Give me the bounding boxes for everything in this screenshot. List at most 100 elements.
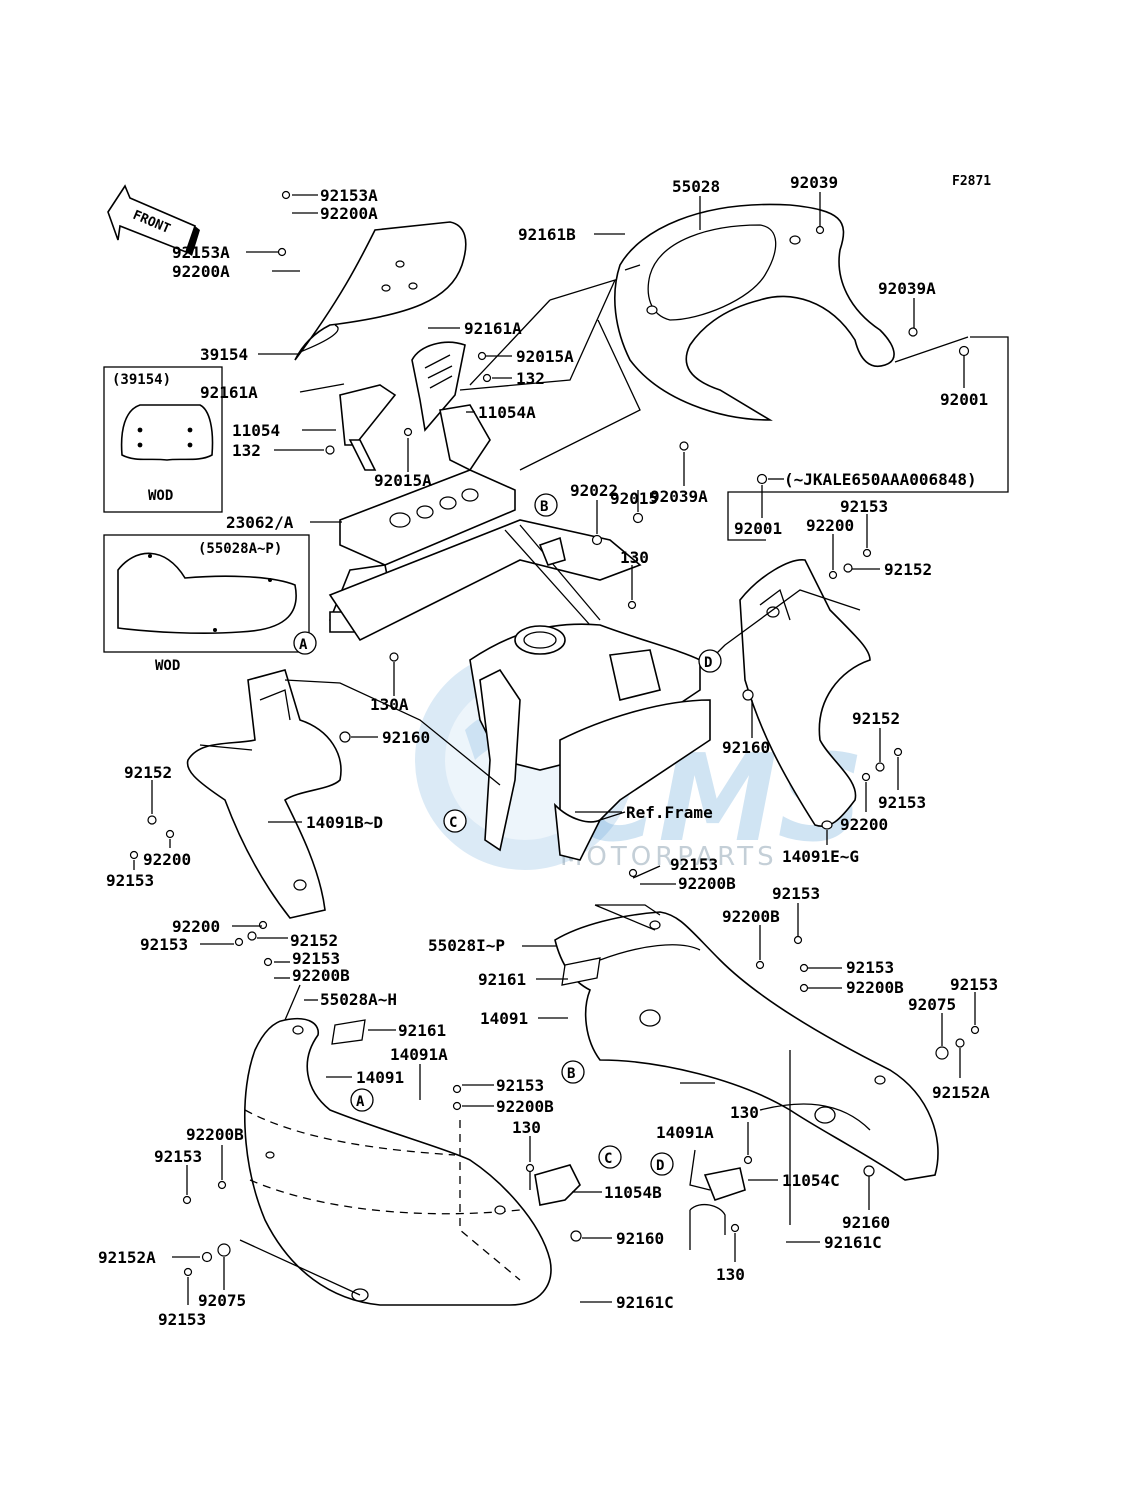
callout-14091A-left: 14091A (390, 1045, 448, 1064)
inset-cowl: (55028A~P) WOD (103, 534, 310, 674)
callout-92200-right: 92200 (840, 815, 888, 834)
callout-92200B-mid: 92200B (496, 1097, 554, 1116)
frame-crossbar (328, 519, 642, 642)
bracket-11054B (534, 1164, 581, 1206)
ref-marker-B-1: B (534, 493, 558, 517)
callout-ref-frame: Ref.Frame (626, 803, 713, 822)
callout-92001-right: 92001 (940, 390, 988, 409)
callout-14091A-right: 14091A (656, 1123, 714, 1142)
callout-92160-low: 92160 (616, 1229, 664, 1248)
inner-cover-right (739, 559, 871, 830)
callout-92039A: 92039A (650, 487, 708, 506)
ref-marker-C-1: C (443, 809, 467, 833)
bracket-11054C (689, 1167, 746, 1250)
inset-windshield-title: (39154) (112, 372, 171, 388)
inset-cowl-title: (55028A~P) (198, 541, 282, 557)
callout-39154: 39154 (200, 345, 248, 364)
callout-11054: 11054 (232, 421, 280, 440)
svg-text:A: A (299, 637, 308, 653)
callout-55028IP: 55028I~P (428, 936, 505, 955)
callout-92153A-top: 92153A (320, 186, 378, 205)
upper-cowl-55028 (614, 203, 895, 421)
callout-92153A: 92153A (172, 243, 230, 262)
callout-92152-right: 92152 (852, 709, 900, 728)
svg-text:A: A (356, 1094, 365, 1110)
callout-11054C: 11054C (782, 1171, 840, 1190)
lower-cowl-left (243, 1017, 552, 1306)
callout-11054B: 11054B (604, 1183, 662, 1202)
callout-92200-left: 92200 (143, 850, 191, 869)
callout-92152A-left: 92152A (98, 1248, 156, 1267)
callout-92200B-r1: 92200B (722, 907, 780, 926)
callout-92200A: 92200A (172, 262, 230, 281)
callout-92161C-low: 92161C (616, 1293, 674, 1312)
callout-130-mid: 130 (512, 1118, 541, 1137)
svg-text:C: C (604, 1151, 612, 1167)
ref-marker-C-2: C (598, 1145, 622, 1169)
callout-14091BD: 14091B~D (306, 813, 383, 832)
svg-text:D: D (656, 1158, 664, 1174)
front-arrow-icon: FRONT (107, 184, 200, 256)
callout-92160-left: 92160 (382, 728, 430, 747)
callout-92039: 92039 (790, 173, 838, 192)
callout-92153-left2: 92153 (140, 935, 188, 954)
callout-92200-rtop: 92200 (806, 516, 854, 535)
callout-92161B: 92161B (518, 225, 576, 244)
callout-92153-r1: 92153 (772, 884, 820, 903)
callout-92200-left2: 92200 (172, 917, 220, 936)
callout-92161-left: 92161 (398, 1021, 446, 1040)
inset-cowl-caption: WOD (155, 658, 180, 674)
callout-92200B-llow: 92200B (186, 1125, 244, 1144)
callout-92200B-r2: 92200B (846, 978, 904, 997)
callout-92153-llow: 92153 (154, 1147, 202, 1166)
callout-132-upper: 132 (516, 369, 545, 388)
callout-vin-note: (~JKALE650AAA006848) (784, 470, 977, 489)
callout-92153-rtop: 92153 (840, 497, 888, 516)
callout-92022: 92022 (570, 481, 618, 500)
stay-brackets (339, 384, 491, 472)
ref-marker-B-2: B (561, 1060, 585, 1084)
figure-code: F2871 (952, 174, 991, 189)
callout-55028AH: 55028A~H (320, 990, 397, 1009)
callout-92161A-upper: 92161A (464, 319, 522, 338)
callout-130-upper: 130 (620, 548, 649, 567)
inset-windshield: (39154) WOD (103, 366, 223, 513)
svg-text:B: B (567, 1066, 575, 1082)
callout-92153-left3: 92153 (292, 949, 340, 968)
fasteners (129, 190, 980, 1277)
callout-92152-rtop: 92152 (884, 560, 932, 579)
assembly-lines (199, 278, 969, 1296)
callout-11054A: 11054A (478, 403, 536, 422)
callout-92200A-top: 92200A (320, 204, 378, 223)
callout-92161A: 92161A (200, 383, 258, 402)
ref-marker-A-1: A (293, 631, 317, 655)
lower-cowl-right (554, 911, 939, 1181)
svg-text:D: D (704, 655, 712, 671)
callout-92015A: 92015A (374, 471, 432, 490)
callout-92039A-right: 92039A (878, 279, 936, 298)
svg-text:C: C (449, 815, 457, 831)
callout-92200B-cr: 92200B (678, 874, 736, 893)
note-bracket (727, 336, 1009, 541)
callout-92153-right: 92153 (878, 793, 926, 812)
callout-92161-right: 92161 (478, 970, 526, 989)
callout-92001: 92001 (734, 519, 782, 538)
callout-92153-mid: 92153 (496, 1076, 544, 1095)
inset-windshield-caption: WOD (148, 488, 173, 504)
callout-92160-right2: 92160 (842, 1213, 890, 1232)
callout-92152A-right: 92152A (932, 1083, 990, 1102)
callout-14091-left: 14091 (356, 1068, 404, 1087)
callout-14091-right: 14091 (480, 1009, 528, 1028)
windshield-39154 (294, 221, 467, 361)
callout-92015A-upper: 92015A (516, 347, 574, 366)
ref-marker-D-2: D (650, 1152, 674, 1176)
callout-92161C-right: 92161C (824, 1233, 882, 1252)
ref-marker-D-1: D (698, 649, 722, 673)
callout-92160-right: 92160 (722, 738, 770, 757)
callout-55028: 55028 (672, 177, 720, 196)
callout-23062A: 23062/A (226, 513, 294, 532)
callout-92153-cr: 92153 (670, 855, 718, 874)
svg-text:B: B (540, 499, 548, 515)
callout-92153-left: 92153 (106, 871, 154, 890)
